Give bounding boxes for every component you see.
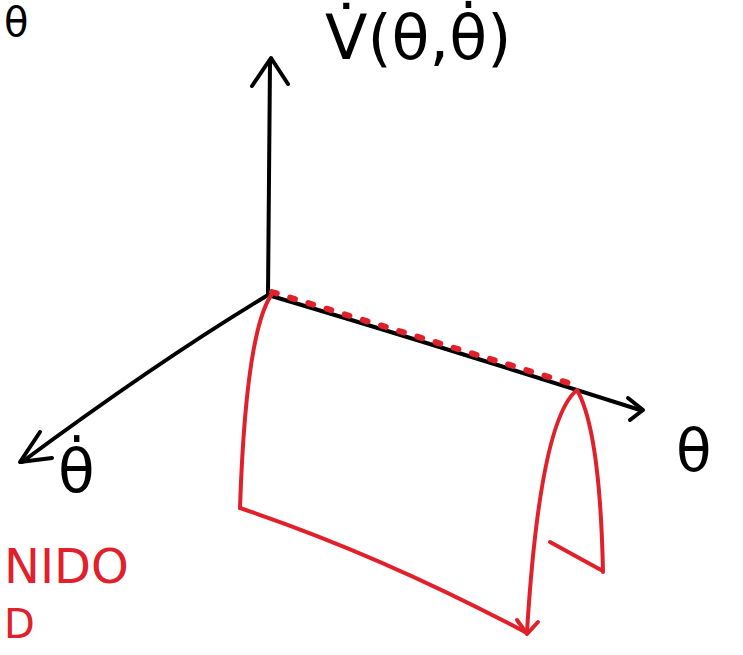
note-text: NIDO bbox=[4, 540, 129, 593]
axis-title: V̇(θ,θ̇) bbox=[325, 4, 511, 72]
surface-edge bbox=[240, 294, 272, 508]
surface-edge bbox=[550, 542, 601, 570]
theta-dot-axis bbox=[22, 295, 268, 462]
surface-edge bbox=[527, 390, 603, 632]
zero-set-dots bbox=[272, 292, 575, 385]
arrowhead bbox=[252, 58, 288, 86]
vertical-axis bbox=[268, 62, 270, 295]
arrowhead bbox=[20, 432, 52, 462]
surface-edge bbox=[240, 508, 525, 632]
theta-axis bbox=[268, 295, 640, 410]
axis-title: θ bbox=[676, 420, 712, 484]
note-text: D bbox=[4, 602, 35, 646]
arrowhead bbox=[628, 398, 643, 420]
axis-symbol: θ bbox=[4, 0, 28, 44]
axis-title: θ̇ bbox=[58, 438, 95, 504]
